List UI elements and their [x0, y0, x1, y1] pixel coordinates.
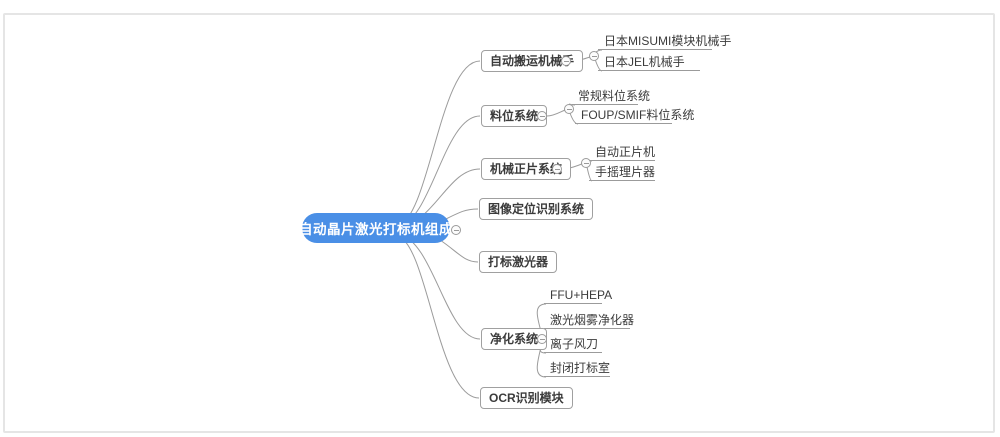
mindmap-branch-node[interactable]: 净化系统 — [481, 328, 548, 350]
fork-collapse-toggle[interactable] — [581, 158, 591, 168]
collapse-toggle[interactable] — [537, 111, 547, 121]
mindmap-branch-node[interactable]: 图像定位识别系统 — [479, 198, 594, 220]
mindmap-branch-node[interactable]: 打标激光器 — [479, 251, 558, 273]
mindmap-root-node[interactable]: 自动晶片激光打标机组成 — [299, 213, 453, 243]
mindmap-branch-node[interactable]: 机械正片系统 — [481, 158, 572, 180]
fork-collapse-toggle[interactable] — [589, 51, 599, 61]
connector-b2-fork — [546, 109, 566, 117]
connector-root-b5 — [439, 239, 479, 263]
mindmap-leaf-node[interactable]: 日本MISUMI模块机械手 — [598, 34, 731, 50]
mindmap-leaf-node[interactable]: 日本JEL机械手 — [598, 55, 700, 71]
collapse-toggle[interactable] — [537, 334, 547, 344]
mindmap-branch-node[interactable]: 自动搬运机械手 — [481, 50, 584, 72]
connector-root-b7 — [397, 235, 480, 399]
mindmap-leaf-node[interactable]: FOUP/SMIF料位系统 — [575, 108, 694, 124]
mindmap-leaf-node[interactable]: 封闭打标室 — [544, 361, 610, 377]
connector-root-b1 — [397, 60, 481, 227]
root-collapse-toggle[interactable] — [451, 225, 461, 235]
fork-collapse-toggle[interactable] — [564, 104, 574, 114]
mindmap-leaf-node[interactable]: FFU+HEPA — [544, 288, 612, 304]
mindmap-branch-node[interactable]: 料位系统 — [481, 105, 548, 127]
mindmap-leaf-node[interactable]: 自动正片机 — [589, 145, 655, 161]
mindmap-leaf-node[interactable]: 常规料位系统 — [572, 89, 650, 105]
mindmap-branch-node[interactable]: OCR识别模块 — [480, 387, 573, 409]
collapse-toggle[interactable] — [552, 164, 562, 174]
mindmap-leaf-node[interactable]: 手摇理片器 — [589, 165, 655, 181]
mindmap-leaf-node[interactable]: 离子风刀 — [544, 337, 602, 353]
mindmap-leaf-node[interactable]: 激光烟雾净化器 — [544, 313, 634, 329]
diagram-panel — [3, 13, 995, 433]
collapse-toggle[interactable] — [561, 56, 571, 66]
